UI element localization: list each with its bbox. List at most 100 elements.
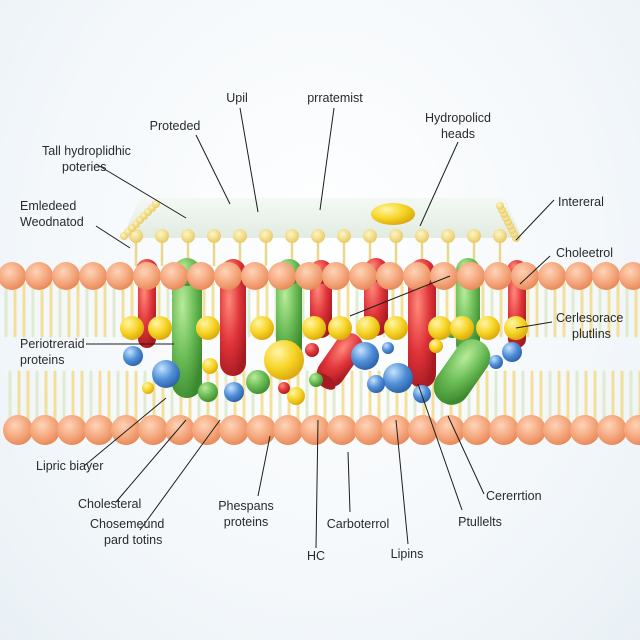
phospholipid-head [84,415,114,445]
red-sphere-protein [305,343,319,357]
phospholipid-head [25,262,53,290]
phospholipid-head [30,415,60,445]
lower-phospholipid-heads [3,415,640,445]
red-sphere-protein [278,382,290,394]
yellow-sphere-protein [287,387,305,405]
phospholipid-head [408,415,438,445]
leader-line [447,415,485,495]
leader-line [315,419,319,549]
phospholipid-head [192,415,222,445]
cholesterol-bead [120,316,144,340]
leader-line [515,321,553,329]
cholesterol-bead [196,316,220,340]
top-lipid-head [233,229,247,243]
label-lipins: Lipins [390,547,424,561]
phospholipid-head [354,415,384,445]
top-lipid-head [129,229,143,243]
cholesterol-bead [250,316,274,340]
phospholipid-head [246,415,276,445]
blue-sphere-protein [382,342,394,354]
phospholipid-head [0,262,26,290]
top-surface-heads [120,200,520,243]
phospholipid-head [376,262,404,290]
leader-line [83,397,167,467]
phospholipid-head [133,262,161,290]
phospholipid-head [484,262,512,290]
phospholipid-head [268,262,296,290]
leader-line [515,199,555,241]
yellow-sphere-protein [429,339,443,353]
label-carboterrol: Carboterrol [326,517,390,531]
leader-line [257,435,271,497]
upper-phospholipid-heads [0,262,640,290]
cholesterol-bead [302,316,326,340]
top-lipid-head [155,229,169,243]
phospholipid-head [619,262,640,290]
phospholipid-head [489,415,519,445]
blue-sphere-protein [152,360,180,388]
green-sphere-protein [246,370,270,394]
cholesterol-bead [356,316,380,340]
blue-sphere-protein [224,382,244,402]
cholesterol-bead [476,316,500,340]
label-upil: Upil [226,91,248,105]
yellow-sphere-protein [202,358,218,374]
top-lipid-head [259,229,273,243]
top-yellow-protein [371,203,415,225]
leader-line [347,451,351,513]
green-capsule-protein [433,339,491,405]
label-cholesteral: Cholesteral [78,497,142,511]
label-cererrtion: Cererrtion [486,489,542,503]
phospholipid-head [214,262,242,290]
leader-line [417,383,463,511]
phospholipid-head [543,415,573,445]
phospholipid-head [52,262,80,290]
top-lipid-head [337,229,351,243]
phospholipid-head [538,262,566,290]
top-lipid-head [493,229,507,243]
phospholipid-head [138,415,168,445]
green-rod-protein [172,266,202,398]
blue-sphere-protein [489,355,503,369]
top-lipid-head [207,229,221,243]
cholesterol-bead [428,316,452,340]
top-surface [120,198,522,266]
label-ptullelts: Ptullelts [458,515,502,529]
leader-line [419,141,459,227]
leader-line [239,107,259,213]
phospholipid-head [79,262,107,290]
red-rod-protein [408,268,436,388]
blue-sphere-protein [367,375,385,393]
blue-sphere-protein [351,342,379,370]
label-proteded: Proteded [149,119,201,133]
red-rod-protein [220,268,246,376]
phospholipid-head [516,415,546,445]
phospholipid-head [160,262,188,290]
cholesterol-bead [328,316,352,340]
top-lipid-head [285,229,299,243]
top-lipid-head [441,229,455,243]
cholesterol-bead-row [120,316,528,340]
top-lipid-head [415,229,429,243]
phospholipid-head [57,415,87,445]
phospholipid-head [349,262,377,290]
phospholipid-head [322,262,350,290]
phospholipid-head [187,262,215,290]
phospholipid-head [457,262,485,290]
phospholipid-head [592,262,620,290]
phospholipid-head [3,415,33,445]
phospholipid-head [165,415,195,445]
phospholipid-head [273,415,303,445]
top-lipid-head [467,229,481,243]
phospholipid-head [511,262,539,290]
leader-line [349,275,451,317]
phospholipid-head [106,262,134,290]
leader-line [395,419,409,545]
leader-line [95,163,187,219]
top-lipid-head [389,229,403,243]
green-sphere-protein [309,373,323,387]
